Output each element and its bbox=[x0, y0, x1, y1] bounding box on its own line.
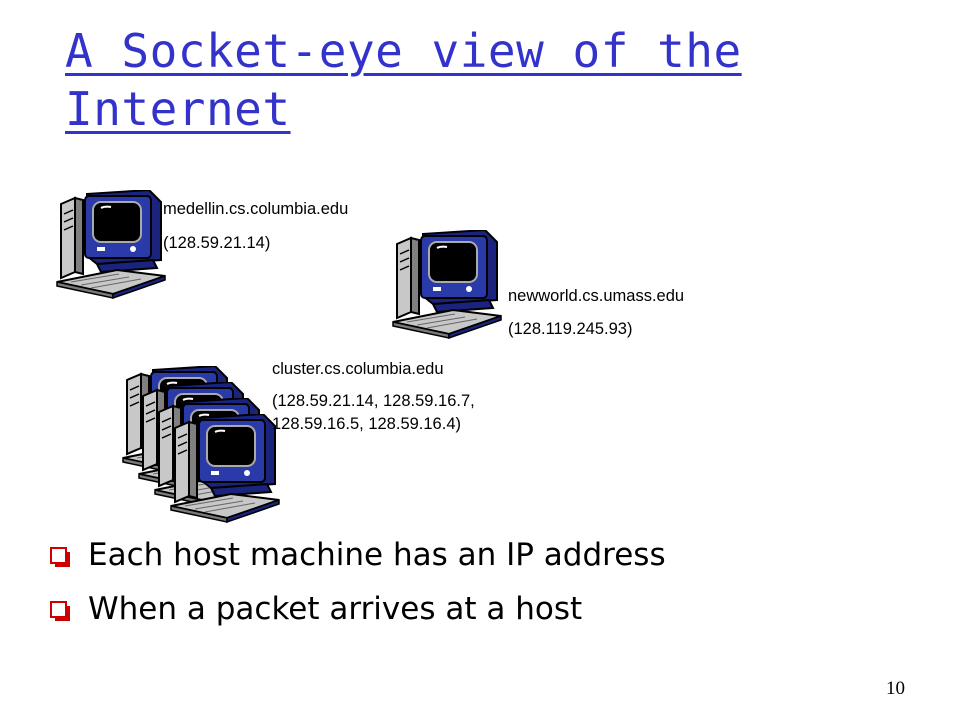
host-name-medellin: medellin.cs.columbia.edu bbox=[163, 200, 349, 218]
square-bullet-icon bbox=[50, 601, 70, 621]
bullet-text: When a packet arrives at a host bbox=[88, 591, 583, 627]
desktop-computer-icon bbox=[392, 230, 502, 339]
square-bullet-icon bbox=[50, 547, 70, 567]
host-name-cluster: cluster.cs.columbia.edu bbox=[272, 360, 444, 378]
host-ip-newworld: (128.119.245.93) bbox=[508, 320, 633, 338]
host-ip-cluster-line1: (128.59.21.14, 128.59.16.7, bbox=[272, 392, 475, 410]
bullet-item: Each host machine has an IP address bbox=[50, 530, 666, 584]
bullet-item: When a packet arrives at a host bbox=[50, 584, 666, 638]
page-number: 10 bbox=[886, 678, 905, 699]
bullet-text: Each host machine has an IP address bbox=[88, 537, 666, 573]
desktop-computer-icon bbox=[56, 190, 166, 299]
host-ip-cluster-line2: 128.59.16.5, 128.59.16.4) bbox=[272, 415, 461, 433]
host-ip-medellin: (128.59.21.14) bbox=[163, 234, 271, 252]
host-name-newworld: newworld.cs.umass.edu bbox=[508, 287, 685, 305]
desktop-computer-icon bbox=[170, 414, 280, 523]
bullet-list: Each host machine has an IP address When… bbox=[50, 530, 666, 638]
slide-title: A Socket-eye view of the Internet bbox=[65, 24, 742, 136]
